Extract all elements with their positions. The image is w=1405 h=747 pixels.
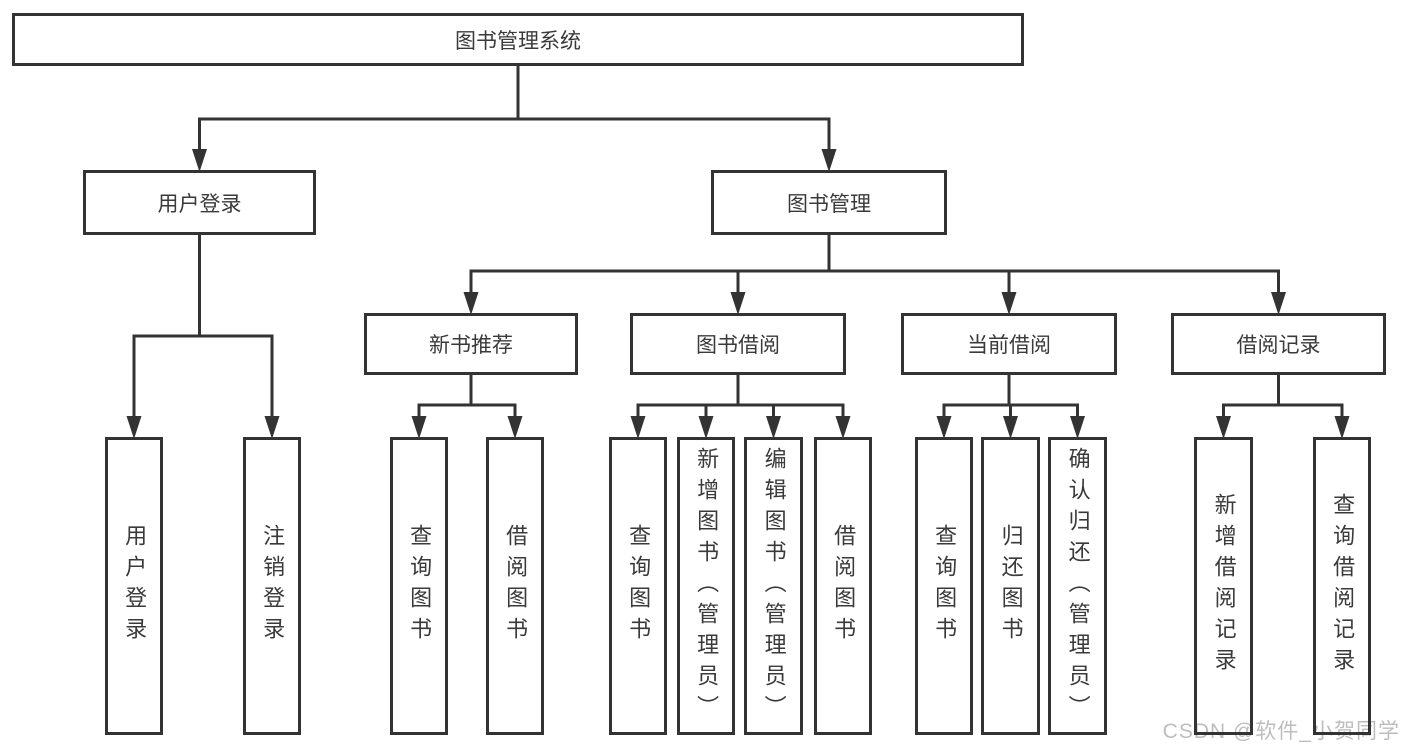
arrowhead-icon — [192, 149, 207, 172]
arrowhead-icon — [1001, 292, 1017, 315]
arrowhead-icon — [1003, 416, 1018, 439]
node-new-books: 新书推荐 — [364, 313, 578, 375]
arrowhead-icon — [936, 416, 952, 439]
arrowhead-icon — [264, 416, 280, 439]
arrowhead-icon — [766, 416, 781, 439]
node-root: 图书管理系统 — [12, 13, 1024, 66]
node-records: 借阅记录 — [1171, 313, 1386, 375]
node-label-cur-return: 归还图书 — [998, 524, 1024, 648]
node-borrowing: 图书借阅 — [630, 313, 846, 375]
node-nb-borrow: 借阅图书 — [486, 437, 544, 735]
node-nb-query: 查询图书 — [390, 437, 448, 735]
arrowhead-icon — [1216, 416, 1231, 439]
node-label-bw-query: 查询图书 — [626, 524, 652, 648]
arrowhead-icon — [630, 416, 646, 439]
node-bw-query: 查询图书 — [609, 437, 667, 735]
arrowhead-icon — [1334, 416, 1350, 439]
node-label-records: 借阅记录 — [1236, 334, 1321, 357]
node-label-cur-confirm: 确认归还（管理员） — [1065, 446, 1091, 726]
node-label-new-books: 新书推荐 — [429, 334, 513, 357]
arrowhead-icon — [698, 416, 714, 439]
node-user-login: 用户登录 — [105, 437, 163, 735]
node-bw-edit: 编辑图书（管理员） — [744, 437, 803, 735]
node-label-bw-borrow: 借阅图书 — [831, 524, 857, 648]
node-rec-query: 查询借阅记录 — [1313, 437, 1371, 735]
node-cur-query: 查询图书 — [915, 437, 973, 735]
node-label-root: 图书管理系统 — [455, 29, 581, 53]
node-bw-borrow: 借阅图书 — [814, 437, 872, 735]
arrowhead-icon — [821, 149, 837, 172]
node-label-logout: 注销登录 — [260, 524, 286, 648]
node-label-bw-add: 新增图书（管理员） — [694, 446, 720, 726]
node-cur-confirm: 确认归还（管理员） — [1048, 437, 1107, 735]
arrowhead-icon — [1070, 416, 1085, 439]
node-current: 当前借阅 — [901, 313, 1117, 375]
node-label-borrowing: 图书借阅 — [696, 334, 780, 357]
node-label-bw-edit: 编辑图书（管理员） — [761, 446, 787, 726]
watermark: CSDN @软件_小贺同学 — [1162, 720, 1400, 743]
node-label-login: 用户登录 — [157, 192, 242, 216]
node-label-mgmt: 图书管理 — [787, 192, 871, 216]
node-rec-add: 新增借阅记录 — [1194, 437, 1253, 735]
arrowhead-icon — [126, 416, 142, 439]
node-login: 用户登录 — [83, 170, 316, 235]
arrowhead-icon — [835, 416, 851, 439]
node-bw-add: 新增图书（管理员） — [677, 437, 735, 735]
node-cur-return: 归还图书 — [981, 437, 1040, 735]
node-label-cur-query: 查询图书 — [932, 524, 958, 648]
arrowhead-icon — [507, 416, 523, 439]
node-label-current: 当前借阅 — [967, 334, 1051, 357]
arrowhead-icon — [1271, 292, 1286, 315]
node-mgmt: 图书管理 — [711, 170, 947, 235]
node-label-nb-query: 查询图书 — [407, 524, 433, 648]
arrowhead-icon — [730, 292, 746, 315]
node-label-rec-add: 新增借阅记录 — [1211, 493, 1237, 679]
arrowhead-icon — [463, 292, 479, 315]
node-logout: 注销登录 — [243, 437, 301, 735]
node-label-nb-borrow: 借阅图书 — [503, 524, 529, 648]
node-label-user-login: 用户登录 — [122, 524, 148, 648]
node-label-rec-query: 查询借阅记录 — [1330, 493, 1356, 679]
arrowhead-icon — [411, 416, 427, 439]
